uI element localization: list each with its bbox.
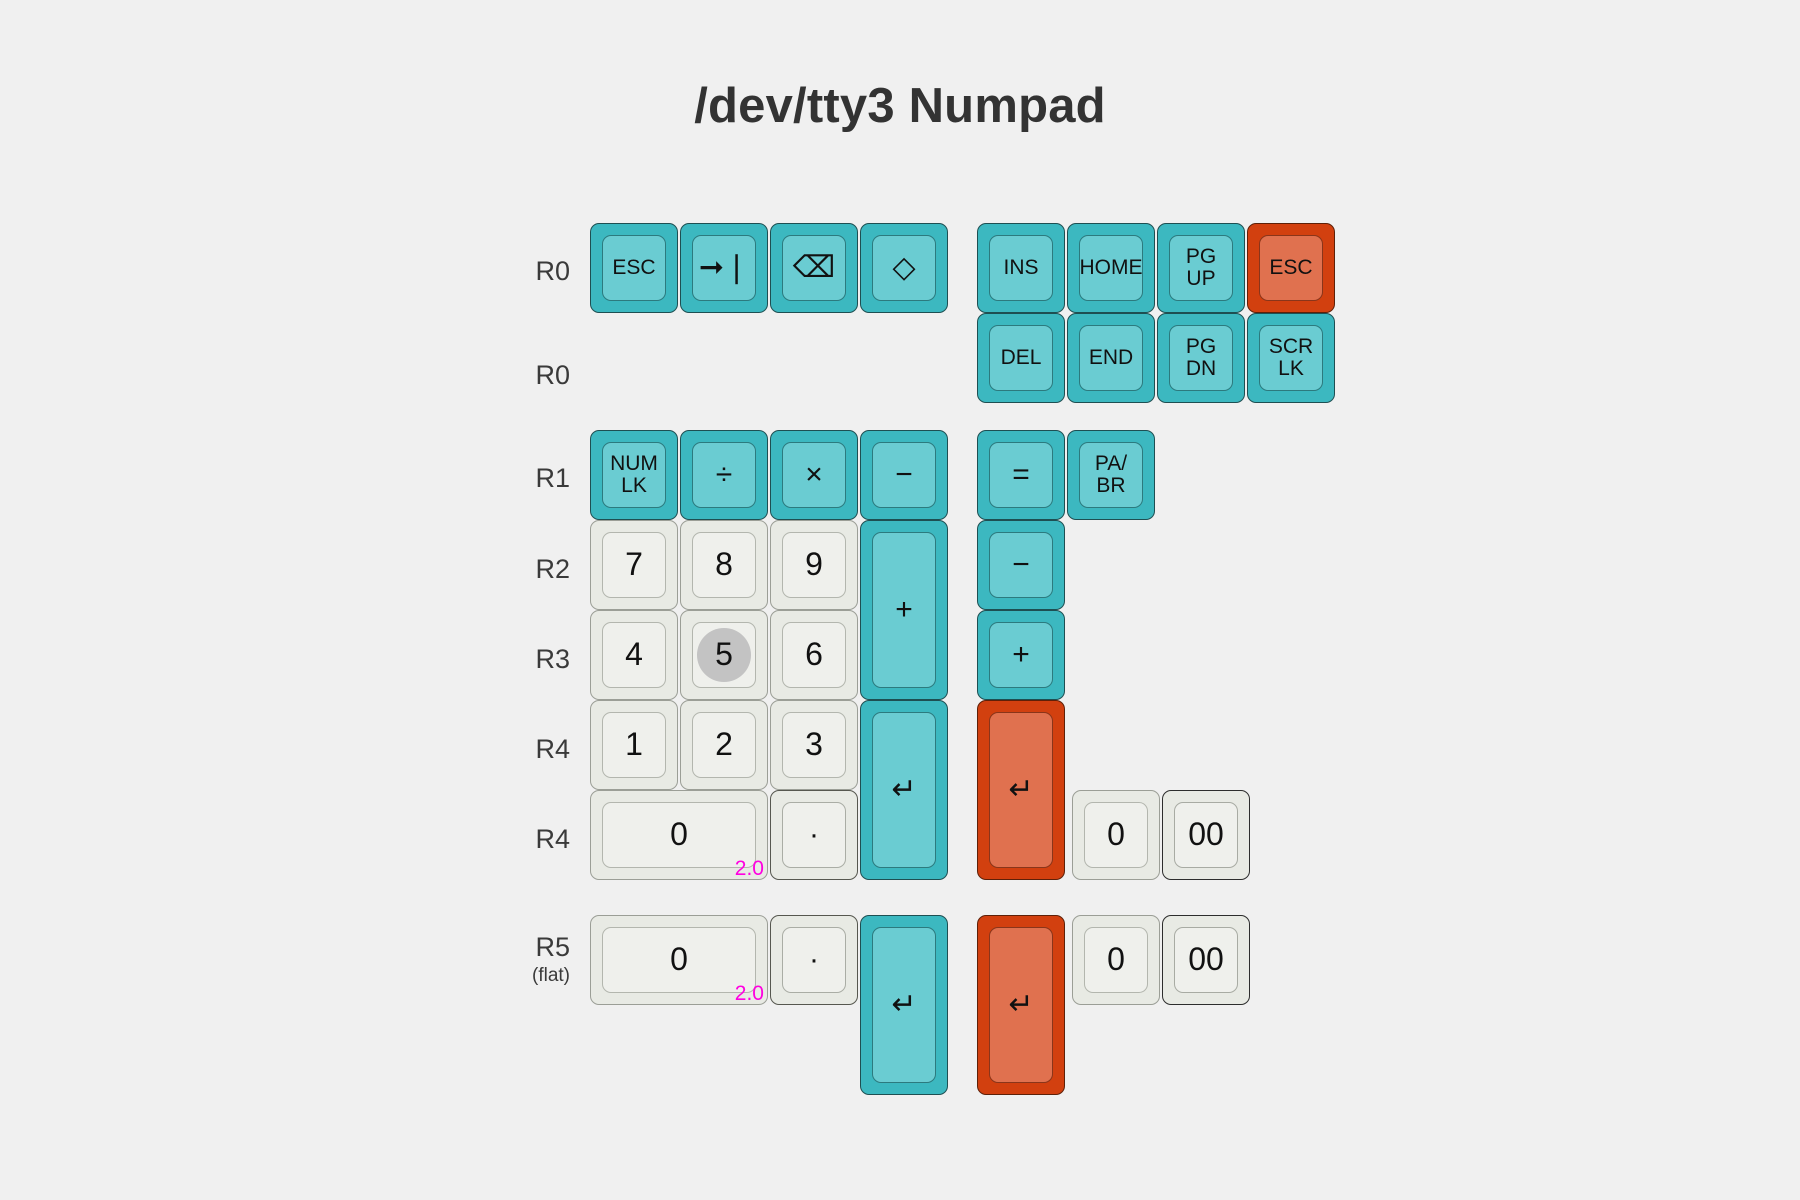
key-plus-right[interactable]: + [977, 610, 1065, 700]
row-label-r1: R1 [535, 463, 570, 493]
homing-indicator [697, 628, 751, 682]
key-2[interactable]: 2 [680, 700, 768, 790]
row-label-r0-top: R0 [535, 256, 570, 286]
key-diamond[interactable]: ◇ [860, 223, 948, 313]
key-backspace[interactable]: ⌫ [770, 223, 858, 313]
key-pause-break[interactable]: PA/BR [1067, 430, 1155, 520]
key-9-label: 9 [805, 546, 823, 583]
key-8[interactable]: 8 [680, 520, 768, 610]
key-1-label: 1 [625, 726, 643, 763]
key-enter-red-2u-flat[interactable]: ↵ [977, 915, 1065, 1095]
key-home-label: HOME [1079, 255, 1143, 279]
key-pause-break-label: PA/BR [1094, 451, 1128, 497]
key-divide[interactable]: ÷ [680, 430, 768, 520]
key-6[interactable]: 6 [770, 610, 858, 700]
key-0-2u[interactable]: 0 2.0 [590, 790, 768, 880]
row-label-r2: R2 [535, 554, 570, 584]
unit-size-label: 2.0 [734, 857, 764, 880]
key-esc-accent[interactable]: ESC [1247, 223, 1335, 313]
key-esc[interactable]: ESC [590, 223, 678, 313]
key-4[interactable]: 4 [590, 610, 678, 700]
key-equals[interactable]: = [977, 430, 1065, 520]
key-4-label: 4 [625, 636, 643, 673]
key-delete[interactable]: DEL [977, 313, 1065, 403]
key-6-label: 6 [805, 636, 823, 673]
key-tab[interactable]: ➞❘ [680, 223, 768, 313]
key-0-right-flat[interactable]: 0 [1072, 915, 1160, 1005]
key-insert-label: INS [1003, 255, 1039, 279]
enter-icon: ↵ [891, 988, 917, 1022]
key-2-label: 2 [715, 726, 733, 763]
key-0-2u-label: 0 [670, 816, 688, 853]
key-minus-label: − [895, 458, 913, 492]
unit-size-label: 2.0 [734, 982, 764, 1005]
key-minus-right-label: − [1012, 548, 1030, 582]
key-delete-label: DEL [1000, 345, 1042, 369]
key-1[interactable]: 1 [590, 700, 678, 790]
page-title: /dev/tty3 Numpad [694, 79, 1106, 133]
key-9[interactable]: 9 [770, 520, 858, 610]
row-label-r4-bottom: R4 [535, 824, 570, 854]
key-plus-2u-label: + [895, 593, 913, 627]
key-end-label: END [1088, 345, 1134, 369]
key-insert[interactable]: INS [977, 223, 1065, 313]
key-equals-label: = [1012, 458, 1030, 492]
backspace-icon: ⌫ [792, 251, 836, 285]
key-0-right[interactable]: 0 [1072, 790, 1160, 880]
key-0-2u-flat[interactable]: 0 2.0 [590, 915, 768, 1005]
key-0-right-flat-label: 0 [1107, 941, 1125, 978]
row-label-r0-bottom: R0 [535, 360, 570, 390]
key-decimal-label: · [809, 818, 819, 852]
key-enter-red-2u[interactable]: ↵ [977, 700, 1065, 880]
key-7[interactable]: 7 [590, 520, 678, 610]
row-label-r4-top: R4 [535, 734, 570, 764]
key-00-right-flat[interactable]: 00 [1162, 915, 1250, 1005]
key-0-right-label: 0 [1107, 816, 1125, 853]
key-5-label: 5 [715, 636, 733, 673]
key-plus-2u[interactable]: + [860, 520, 948, 700]
enter-icon: ↵ [891, 773, 917, 807]
key-multiply[interactable]: × [770, 430, 858, 520]
key-5[interactable]: 5 [680, 610, 768, 700]
key-7-label: 7 [625, 546, 643, 583]
key-decimal[interactable]: · [770, 790, 858, 880]
key-plus-right-label: + [1012, 638, 1030, 672]
key-enter-teal-2u-flat[interactable]: ↵ [860, 915, 948, 1095]
enter-icon: ↵ [1008, 988, 1034, 1022]
key-3[interactable]: 3 [770, 700, 858, 790]
key-esc-accent-label: ESC [1269, 255, 1313, 279]
key-divide-label: ÷ [715, 458, 733, 492]
key-decimal-flat[interactable]: · [770, 915, 858, 1005]
row-label-r5-sub: (flat) [532, 965, 570, 986]
diamond-icon: ◇ [892, 251, 916, 285]
key-end[interactable]: END [1067, 313, 1155, 403]
key-00-right[interactable]: 00 [1162, 790, 1250, 880]
key-00-right-label: 00 [1188, 816, 1224, 853]
row-label-r3: R3 [535, 644, 570, 674]
key-minus-right[interactable]: − [977, 520, 1065, 610]
enter-icon: ↵ [1008, 773, 1034, 807]
tab-arrow-icon: ➞❘ [698, 251, 750, 285]
key-0-2u-flat-label: 0 [670, 941, 688, 978]
key-enter-teal-2u[interactable]: ↵ [860, 700, 948, 880]
key-esc-label: ESC [612, 255, 656, 279]
row-label-r5: R5 (flat) [440, 932, 570, 987]
key-8-label: 8 [715, 546, 733, 583]
key-home[interactable]: HOME [1067, 223, 1155, 313]
key-multiply-label: × [805, 458, 823, 492]
key-minus[interactable]: − [860, 430, 948, 520]
key-3-label: 3 [805, 726, 823, 763]
key-decimal-flat-label: · [809, 943, 819, 977]
key-00-right-flat-label: 00 [1188, 941, 1224, 978]
